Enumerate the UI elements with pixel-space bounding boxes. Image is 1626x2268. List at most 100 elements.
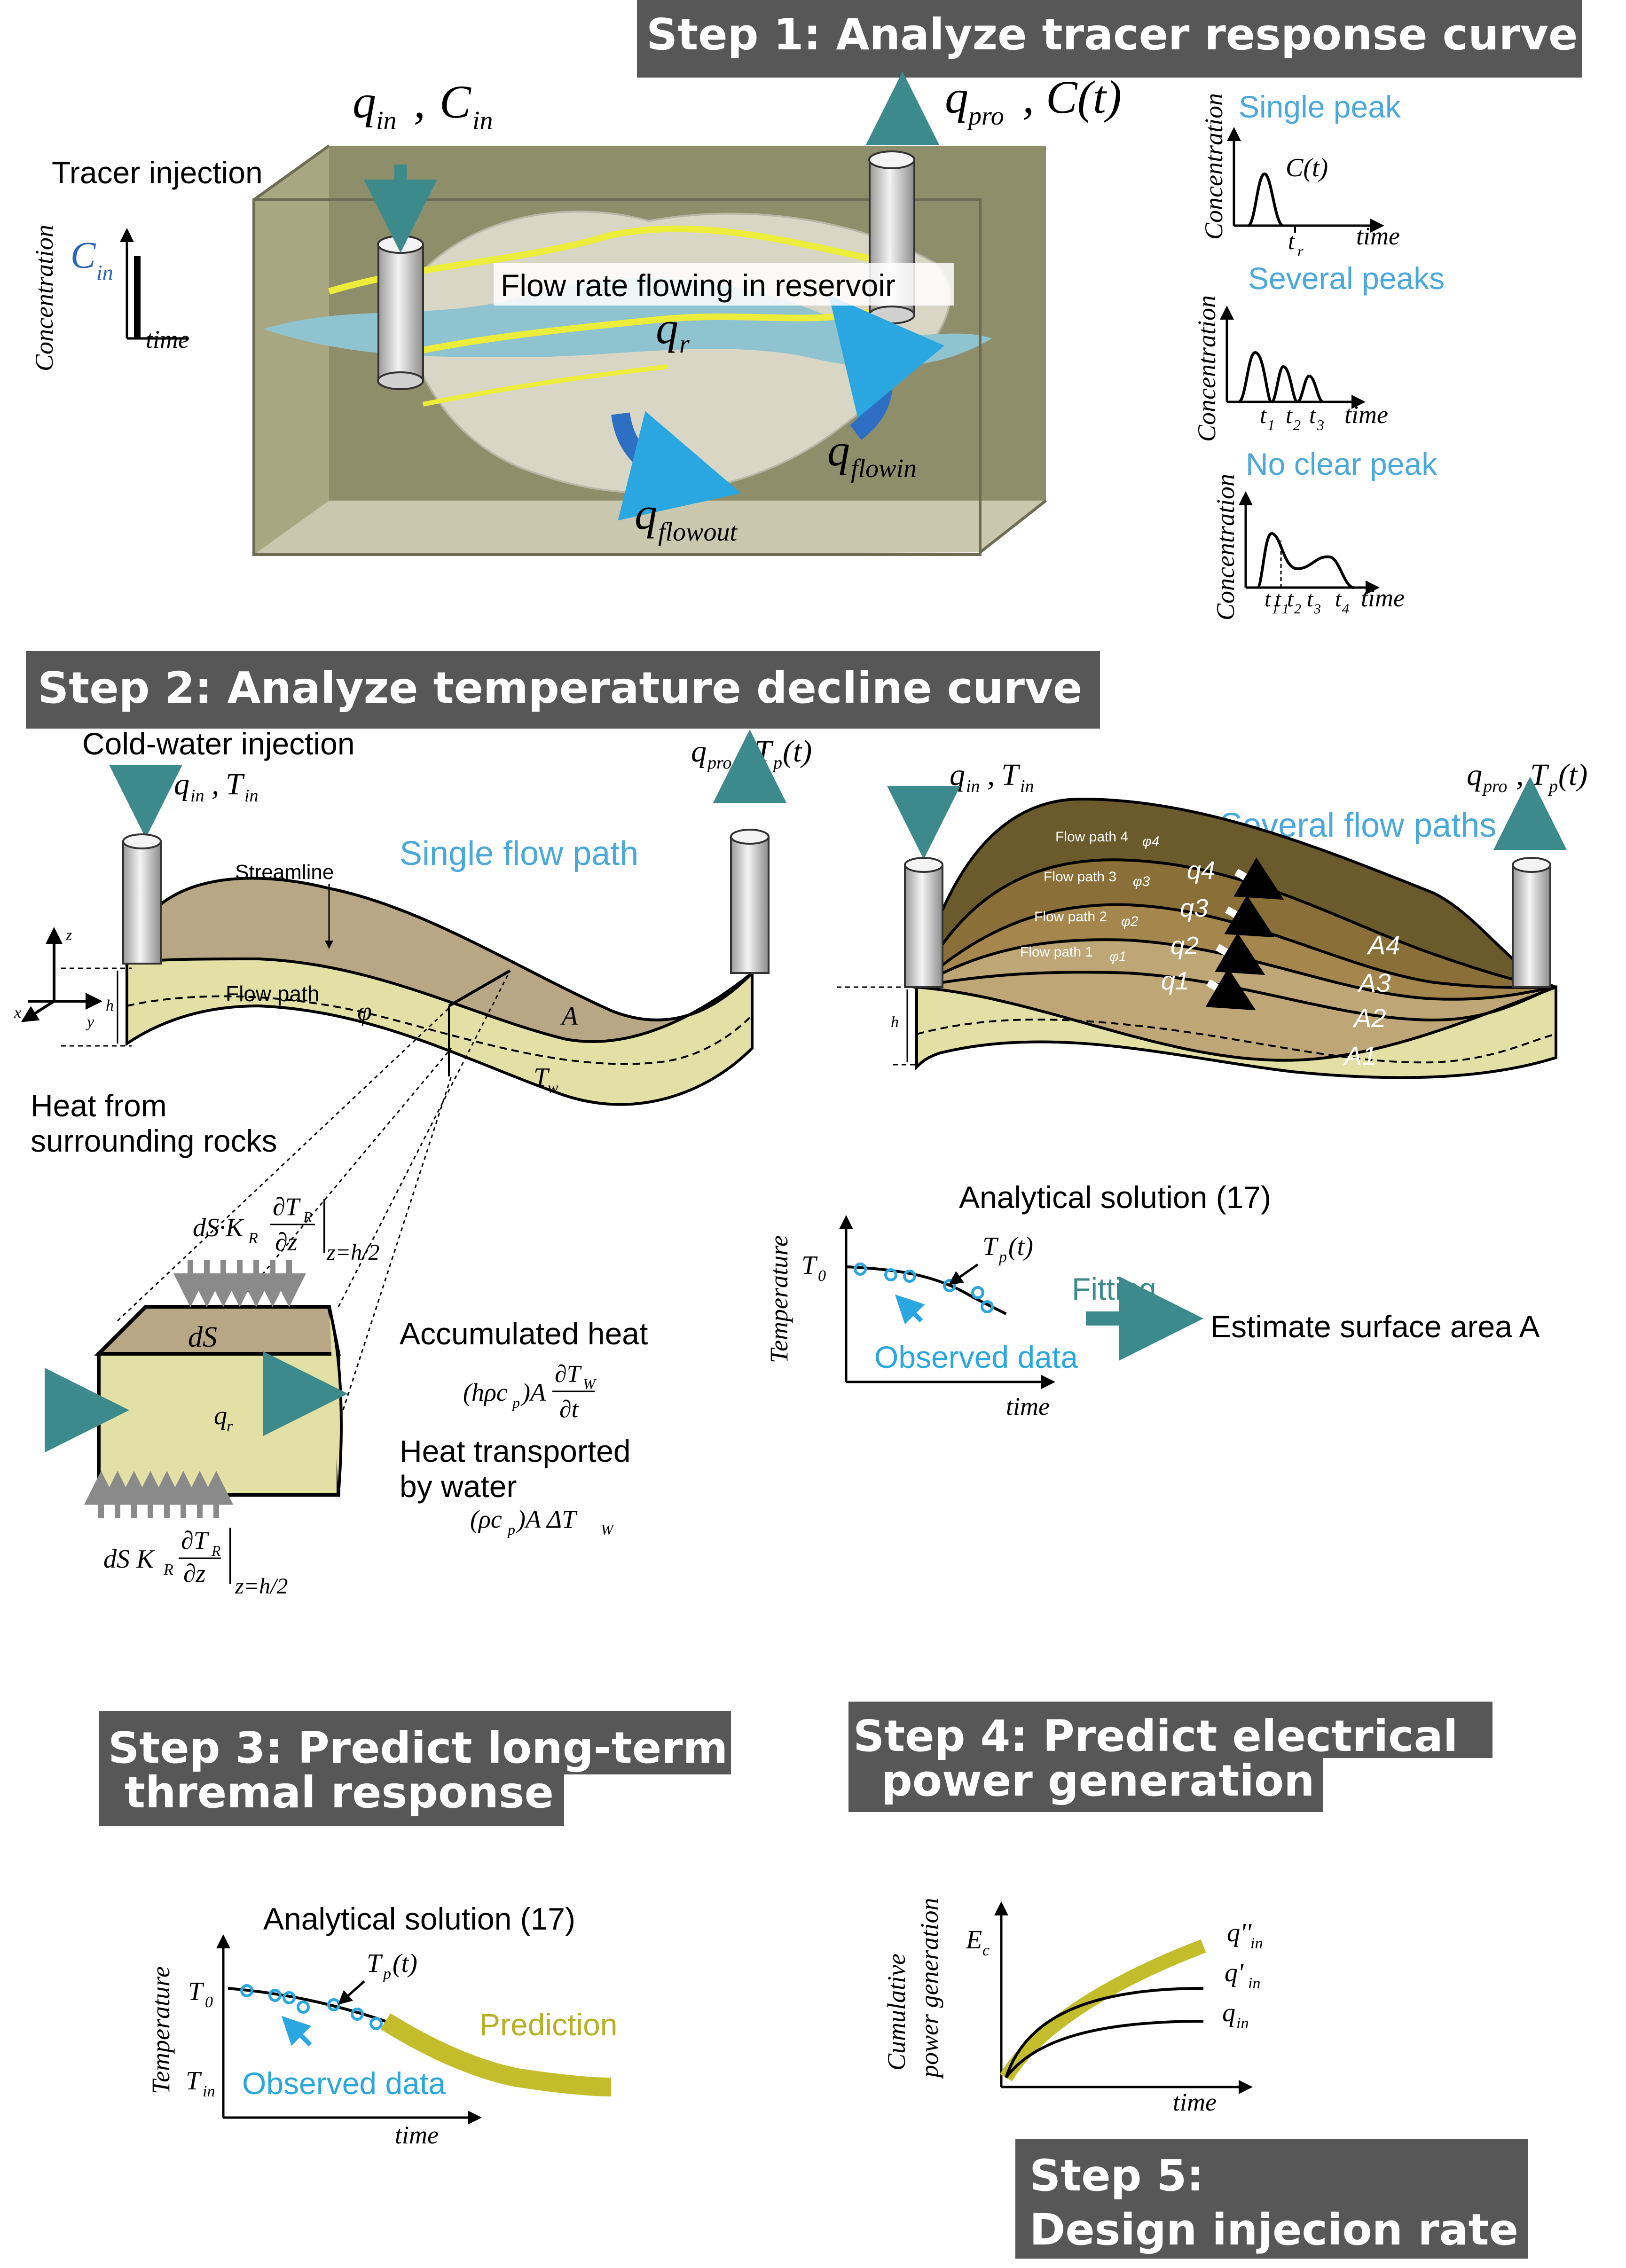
svg-text:in: in: [472, 106, 493, 135]
step4-banner-bg-1: [848, 1702, 1492, 1758]
step4-banner-line1: Step 4: Predict electrical: [853, 1711, 1458, 1761]
step3-banner-bg-2: [99, 1774, 564, 1826]
svg-text:Several peaks: Several peaks: [1248, 261, 1445, 296]
svg-text:T: T: [534, 1063, 550, 1092]
svg-text:q: q: [950, 758, 965, 792]
svg-text:A4: A4: [1367, 930, 1400, 960]
svg-text:T: T: [982, 1232, 999, 1261]
svg-text:R: R: [163, 1561, 173, 1578]
svg-text:(t): (t): [393, 1949, 417, 1978]
phi-label: φ: [357, 997, 372, 1026]
svg-text:1: 1: [1282, 601, 1289, 617]
svg-text:φ1: φ1: [1109, 949, 1126, 965]
svg-text:in: in: [96, 260, 113, 284]
svg-text:Concentration: Concentration: [30, 225, 58, 371]
svg-text:t: t: [1288, 228, 1295, 254]
heat-transported-label: Heat transported: [400, 1434, 631, 1468]
svg-text:in: in: [376, 106, 397, 135]
svg-text:1: 1: [1272, 601, 1279, 617]
svg-text:A1: A1: [1343, 1041, 1377, 1070]
svg-text:z=h/2: z=h/2: [235, 1574, 288, 1599]
by-water-label: by water: [400, 1469, 517, 1504]
step2-section: Step 2: Analyze temperature decline curv…: [14, 651, 1587, 1599]
svg-text:w: w: [548, 1079, 558, 1097]
svg-text:in: in: [1020, 777, 1034, 796]
step4-banner-line2: power generation: [881, 1756, 1315, 1806]
svg-text:T: T: [226, 767, 245, 801]
svg-text:pro: pro: [966, 102, 1004, 131]
svg-text:pro: pro: [706, 753, 731, 773]
svg-text:∂z: ∂z: [275, 1228, 298, 1256]
injection-pulse-plot: C in time Concentration: [30, 225, 189, 371]
single-flow-path-label: Single flow path: [400, 835, 638, 872]
accumulated-heat-label: Accumulated heat: [400, 1316, 648, 1351]
svg-text:φ3: φ3: [1133, 874, 1150, 889]
svg-text:C(t): C(t): [1286, 153, 1328, 182]
curve-qin: [1005, 2020, 1204, 2079]
svg-text:q: q: [174, 767, 189, 801]
heat-transport-formula: (ρc p )A ΔT W: [470, 1505, 615, 1538]
prediction-plot: Temperature T 0 T in T p (t) Observed da…: [147, 1934, 618, 2149]
svg-text:in: in: [1236, 2015, 1249, 2032]
svg-text:dS: dS: [188, 1321, 217, 1353]
injection-well-left: [122, 833, 162, 965]
svg-text:q: q: [1222, 1998, 1235, 2027]
injection-well: [377, 235, 424, 390]
tw-label: T w: [534, 1063, 558, 1097]
accumulated-heat-formula: (hρc p )A ∂T W ∂t: [463, 1361, 597, 1423]
svg-text:T: T: [1530, 758, 1549, 792]
qpro-ct-label: q pro , C(t): [945, 71, 1122, 131]
heat-flux-top-formula: dS·K R ∂T R ∂z z=h/2: [193, 1193, 379, 1265]
svg-text:flowin: flowin: [851, 454, 917, 483]
svg-text:∂t: ∂t: [559, 1396, 579, 1423]
svg-text:z: z: [65, 926, 72, 944]
svg-text:E: E: [966, 1925, 982, 1954]
estimate-area-label: Estimate surface area A: [1210, 1309, 1540, 1344]
svg-text:q: q: [691, 734, 707, 769]
svg-text:T: T: [1001, 758, 1021, 792]
svg-text:dS K: dS K: [103, 1545, 155, 1574]
svg-text:φ2: φ2: [1121, 914, 1139, 929]
svg-text:R: R: [303, 1209, 313, 1225]
analytical-solution-label-3: Analytical solution (17): [263, 1901, 575, 1936]
svg-text:2: 2: [1293, 416, 1301, 433]
svg-text:)A: )A: [520, 1378, 546, 1406]
svg-text:,: ,: [740, 734, 748, 769]
svg-text:p: p: [507, 1521, 515, 1538]
step1-banner-bg: [637, 0, 1582, 78]
svg-text:time: time: [1361, 584, 1405, 612]
heat-arrows-top: [173, 1260, 306, 1307]
svg-text:q2: q2: [1170, 932, 1199, 960]
svg-text:0: 0: [205, 1993, 213, 2011]
svg-text:Concentration: Concentration: [1211, 474, 1240, 620]
step4-section: Step 4: Predict electrical power generat…: [848, 1702, 1492, 2116]
svg-text:,: ,: [1022, 71, 1034, 123]
qflowin-label: q flowin: [827, 425, 917, 483]
svg-text:q: q: [1467, 758, 1482, 792]
production-well-left: [730, 829, 770, 974]
fitting-label: Fitting: [1072, 1271, 1156, 1306]
svg-text:t: t: [1287, 587, 1294, 612]
svg-text:dS·K: dS·K: [193, 1213, 244, 1242]
step3-banner-line2: thremal response: [125, 1767, 554, 1818]
svg-text:q: q: [945, 71, 968, 123]
svg-text:in: in: [966, 777, 980, 796]
heat-flux-bottom-formula: dS K R ∂T R ∂z z=h/2: [103, 1526, 288, 1599]
svg-text:∂T: ∂T: [555, 1361, 582, 1388]
svg-text:in: in: [1248, 1975, 1260, 1992]
svg-text:q1: q1: [1161, 967, 1189, 995]
svg-text:t: t: [1335, 587, 1342, 612]
svg-text:∂T: ∂T: [273, 1193, 301, 1221]
svg-text:∂T: ∂T: [181, 1526, 210, 1554]
production-well-right: [1512, 857, 1551, 988]
svg-text:t: t: [1275, 587, 1282, 612]
single-peak-plot: Single peak C(t) t r time Concentration: [1200, 89, 1401, 259]
svg-text:Flow path 3: Flow path 3: [1044, 869, 1116, 885]
step5-banner-line2: Design injecion rate: [1029, 2205, 1518, 2255]
prediction-curve: [380, 2013, 612, 2096]
step3-banner-line1: Step 3: Predict long-term: [108, 1723, 728, 1773]
svg-text:r: r: [1297, 243, 1304, 259]
step5-banner-line1: Step 5:: [1029, 2150, 1204, 2201]
svg-text:time: time: [1006, 1392, 1050, 1420]
